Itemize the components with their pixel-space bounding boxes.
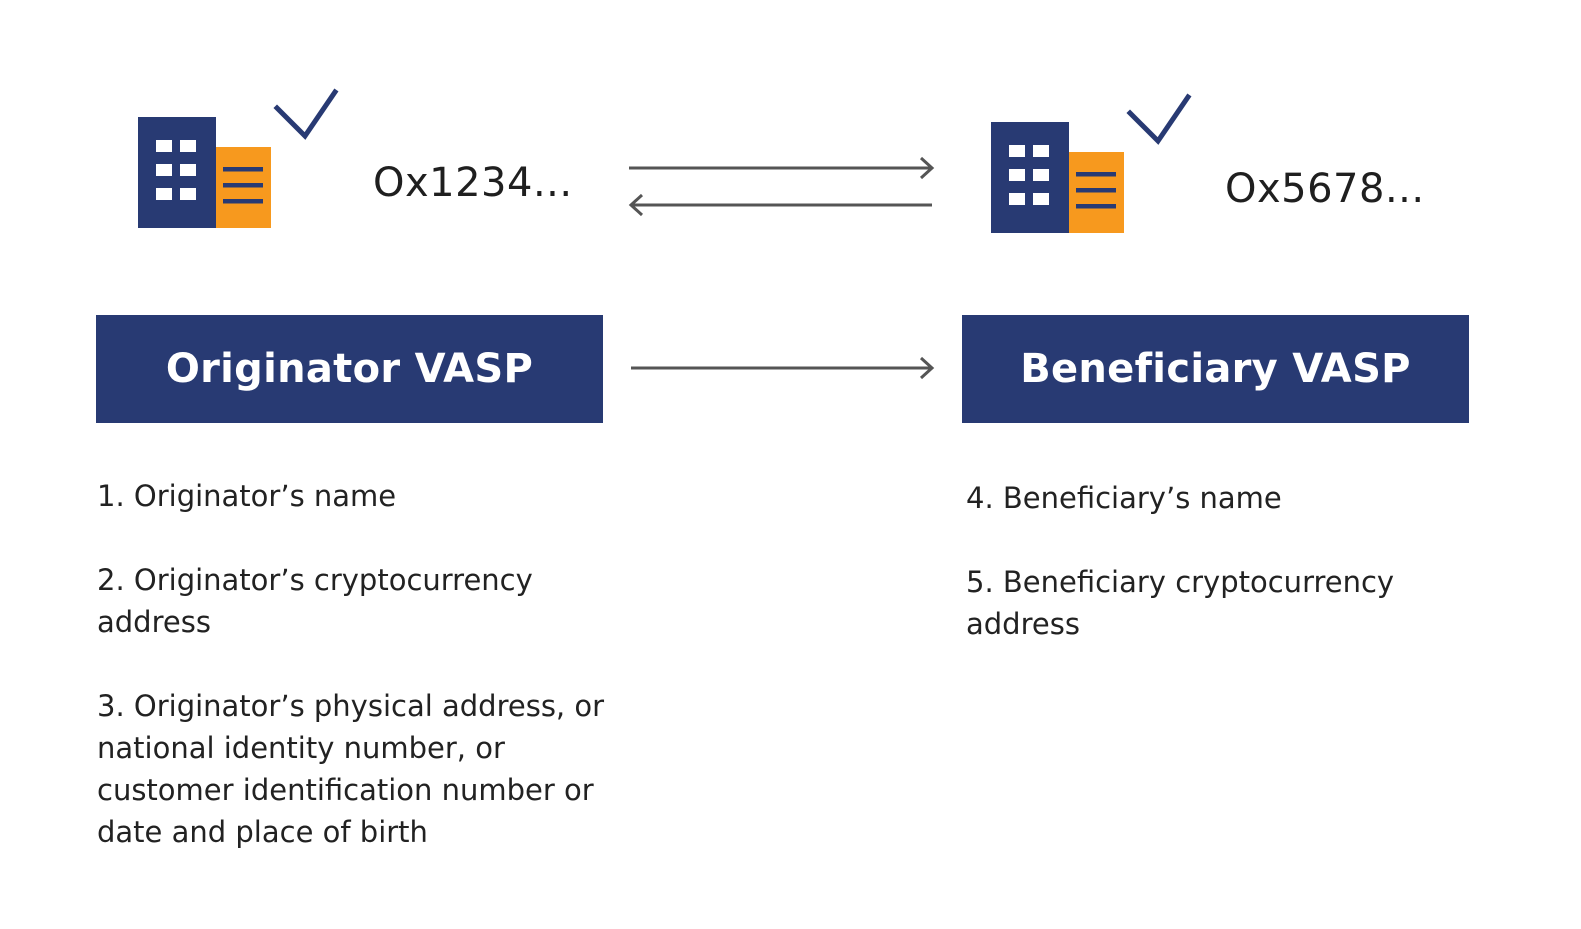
transfer-arrow xyxy=(624,352,940,384)
list-item: 4. Beneficiary’s name xyxy=(966,481,1282,515)
beneficiary-info-list: 4. Beneficiary’s name 5. Beneficiary cry… xyxy=(966,477,1446,687)
originator-info-list: 1. Originator’s name 2. Originator’s cry… xyxy=(97,475,617,895)
originator-vasp-box: Originator VASP xyxy=(96,315,603,423)
beneficiary-building-icon xyxy=(983,93,1198,238)
list-item: 2. Originator’s cryptocurrency address xyxy=(97,563,533,639)
list-item: 5. Beneficiary cryptocurrency address xyxy=(966,565,1395,641)
beneficiary-address: Ox5678... xyxy=(1225,166,1425,212)
arrow-left-icon xyxy=(628,193,932,217)
arrow-right-icon xyxy=(631,356,935,380)
originator-address: Ox1234... xyxy=(373,160,573,206)
originator-vasp-label: Originator VASP xyxy=(165,346,534,392)
arrow-right-icon xyxy=(629,156,935,180)
exchange-arrows xyxy=(624,152,940,220)
originator-building-icon xyxy=(130,88,345,233)
list-item: 3. Originator’s physical address, or nat… xyxy=(97,689,605,849)
beneficiary-vasp-label: Beneficiary VASP xyxy=(1020,346,1411,392)
beneficiary-vasp-box: Beneficiary VASP xyxy=(962,315,1469,423)
list-item: 1. Originator’s name xyxy=(97,479,397,513)
